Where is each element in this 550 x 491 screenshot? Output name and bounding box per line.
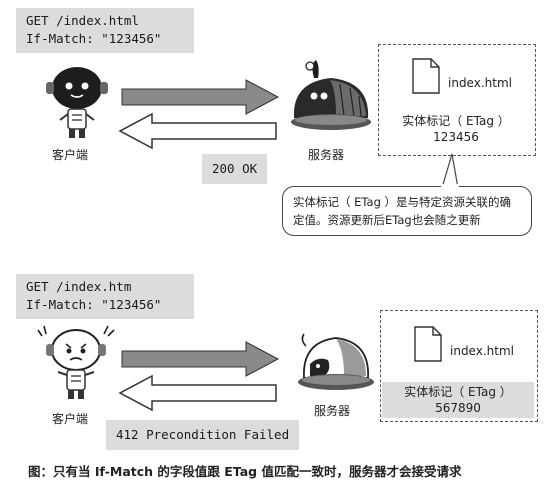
request-box-2: GET /index.htm If-Match: "123456" [16,274,194,319]
client-label-1: 客户端 [52,148,89,162]
etag-label-2: 实体标记（ ETag ） [404,385,512,399]
etag-label-1: 实体标记（ ETag ） [402,114,510,128]
request-arrow-right-1 [121,79,280,115]
figure-caption: 图：只有当 If-Match 的字段值跟 ETag 值匹配一致时，服务器才会接受… [28,464,462,479]
file-name-2: index.html [450,344,514,358]
status-box-2: 412 Precondition Failed [106,420,300,450]
callout-pointer-mask [441,184,459,190]
etag-highlight-2 [382,382,534,418]
response-arrow-left-1 [118,112,277,150]
client-robot-worried-icon [37,325,115,399]
client-robot-icon [46,67,108,138]
server-icon [291,60,371,130]
client-label-2: 客户端 [52,412,89,426]
status-box-1: 200 OK [202,154,268,184]
response-arrow-left-2 [118,374,277,412]
etag-value-2: 567890 [435,401,481,415]
file-icon [412,58,440,94]
resource-box-1 [378,44,536,156]
etag-value-1: 123456 [433,130,479,144]
file-name-1: index.html [448,76,512,90]
callout-pointer [441,153,459,189]
server-sleeping-icon [298,333,374,390]
server-label-1: 服务器 [308,148,345,162]
request-box-1: GET /index.html If-Match: "123456" [16,8,194,53]
server-label-2: 服务器 [314,404,351,418]
request-arrow-right-2 [121,341,280,377]
file-icon-2 [414,326,442,362]
etag-callout: 实体标记（ ETag ）是与特定资源关联的确定值。资源更新后ETag也会随之更新 [282,186,532,236]
